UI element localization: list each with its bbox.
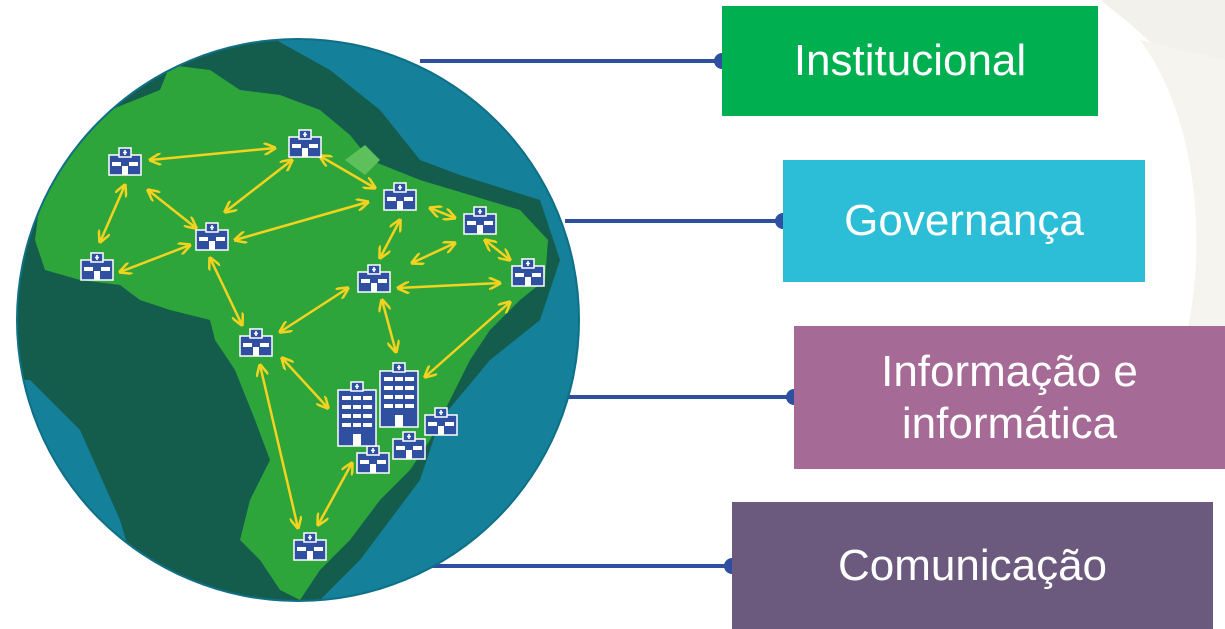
network-arrows — [100, 148, 510, 528]
category-label-informacao: Informação e informática — [881, 346, 1138, 448]
globe-icon — [16, 38, 580, 602]
category-label-governanca: Governança — [844, 196, 1084, 246]
category-box-informacao: Informação e informática — [794, 326, 1225, 469]
category-label-comunicacao: Comunicação — [837, 540, 1108, 590]
connector-lines — [420, 59, 794, 568]
category-label-institucional: Institucional — [793, 36, 1027, 86]
category-box-institucional: Institucional — [722, 6, 1098, 116]
category-box-comunicacao: Comunicação — [732, 502, 1213, 629]
connector-dots — [714, 53, 802, 574]
category-box-governanca: Governança — [783, 160, 1145, 282]
